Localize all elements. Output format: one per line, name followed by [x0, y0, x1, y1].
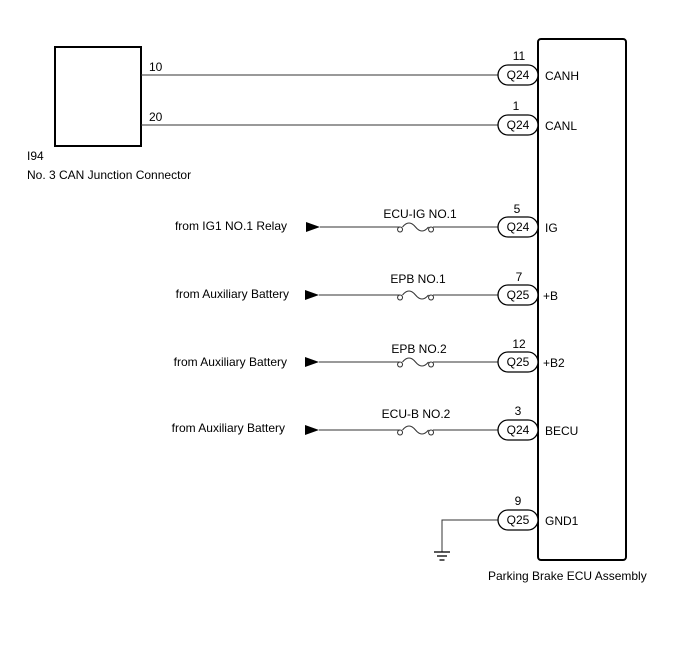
terminal-gnd1: 9 Q25 GND1	[497, 494, 579, 531]
b2-source-label: from Auxiliary Battery	[174, 355, 287, 369]
connector-pill	[497, 216, 539, 238]
pin-number: 3	[515, 404, 522, 418]
connector-pill	[497, 284, 539, 306]
connector-code: Q24	[507, 220, 530, 234]
ground-wire	[441, 519, 498, 552]
junction-connector-name: No. 3 CAN Junction Connector	[27, 168, 191, 182]
terminal-becu: 3 Q24 BECU	[497, 404, 578, 441]
connector-code: Q24	[507, 423, 530, 437]
epb-no1-fuse-label: EPB NO.1	[390, 272, 446, 286]
ig-source-arrow	[306, 222, 320, 232]
connector-code: Q24	[507, 118, 530, 132]
connector-pill	[497, 419, 539, 441]
ecu-b-no2-fuse-label: ECU-B NO.2	[382, 407, 451, 421]
connector-pill	[497, 64, 539, 86]
terminal-ig: 5 Q24 IG	[497, 202, 558, 238]
becu-source-label: from Auxiliary Battery	[172, 421, 285, 435]
junction-pin-canh: 10	[149, 60, 163, 74]
pin-number: 1	[513, 99, 520, 113]
ecu-ig-fuse-label: ECU-IG NO.1	[383, 207, 457, 221]
b-source-label: from Auxiliary Battery	[176, 287, 289, 301]
junction-connector-code: I94	[27, 149, 44, 163]
ig-source-label: from IG1 NO.1 Relay	[175, 219, 287, 233]
connector-code: Q24	[507, 68, 530, 82]
pin-number: 5	[514, 202, 521, 216]
terminal-name: BECU	[545, 424, 578, 438]
b2-circuit: from Auxiliary Battery EPB NO.2	[174, 342, 498, 369]
ground-circuit	[434, 519, 498, 561]
becu-circuit: from Auxiliary Battery ECU-B NO.2	[172, 407, 498, 436]
terminal-name: IG	[545, 221, 558, 235]
ecu-ig-fuse-symbol	[397, 222, 435, 233]
connector-pill	[497, 114, 539, 136]
ecu-name: Parking Brake ECU Assembly	[488, 569, 647, 583]
connector-pill	[497, 509, 539, 531]
connector-code: Q25	[507, 355, 530, 369]
epb-no2-fuse-symbol	[397, 357, 435, 368]
terminal-b2: 12 Q25 +B2	[497, 337, 565, 373]
pin-number: 9	[515, 494, 522, 508]
epb-no1-fuse-symbol	[397, 290, 435, 301]
terminal-name: +B2	[543, 356, 565, 370]
terminal-name: CANL	[545, 119, 577, 133]
terminal-name: GND1	[545, 514, 579, 528]
b-circuit: from Auxiliary Battery EPB NO.1	[176, 272, 498, 301]
terminal-canl: 1 Q24 CANL	[497, 99, 577, 136]
connector-code: Q25	[507, 513, 530, 527]
terminal-b: 7 Q25 +B	[497, 270, 558, 306]
terminal-canh: 11 Q24 CANH	[497, 49, 579, 86]
pin-number: 11	[513, 49, 526, 63]
b2-source-arrow	[305, 357, 319, 367]
junction-connector-box	[54, 46, 142, 147]
connector-pill	[497, 351, 539, 373]
parking-brake-ecu-box	[537, 38, 627, 561]
epb-no2-fuse-label: EPB NO.2	[391, 342, 447, 356]
pin-number: 12	[512, 337, 526, 351]
becu-source-arrow	[305, 425, 319, 435]
ig-circuit: from IG1 NO.1 Relay ECU-IG NO.1	[175, 207, 498, 233]
terminal-name: CANH	[545, 69, 579, 83]
connector-code: Q25	[507, 288, 530, 302]
terminal-name: +B	[543, 289, 558, 303]
junction-pin-canl: 20	[149, 110, 163, 124]
ecu-b-no2-fuse-symbol	[397, 425, 435, 436]
pin-number: 7	[516, 270, 523, 284]
b-source-arrow	[305, 290, 319, 300]
